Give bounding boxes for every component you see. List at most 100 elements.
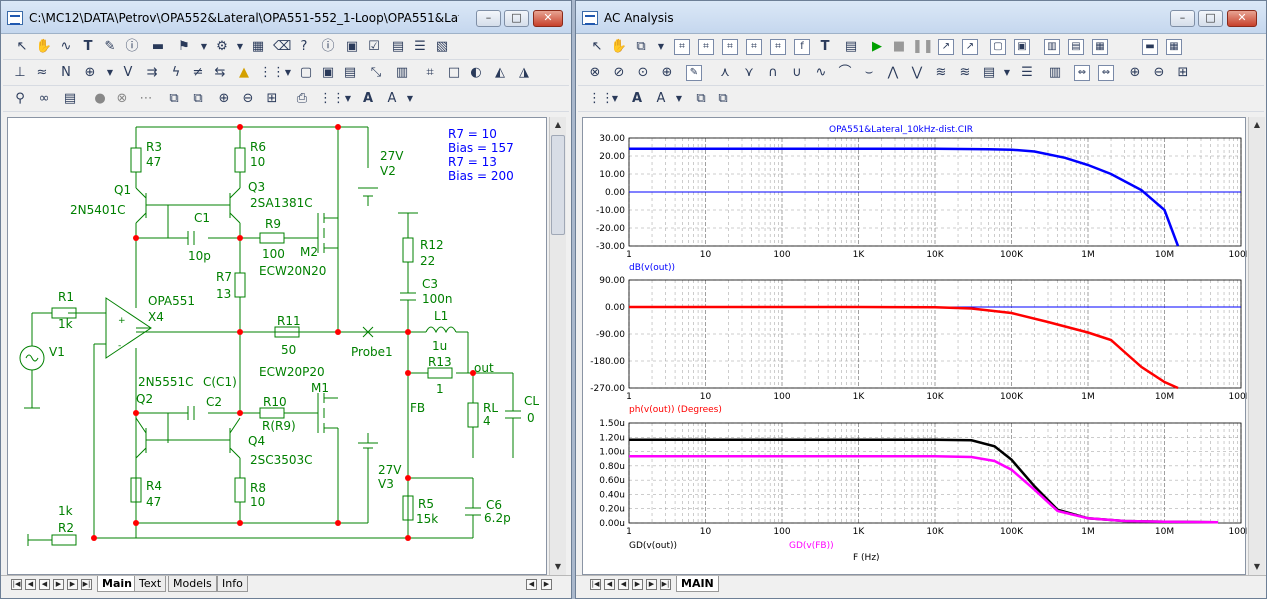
- low-icon[interactable]: ∪: [792, 65, 802, 80]
- dropdown-arrow-icon[interactable]: ▼: [406, 94, 414, 103]
- zoom-fit-icon[interactable]: ⊕: [661, 65, 673, 80]
- cursor-icon[interactable]: ⇔: [1074, 65, 1090, 81]
- font-icon[interactable]: A: [631, 91, 643, 106]
- align-icon[interactable]: ⊥: [14, 65, 26, 80]
- peak-icon[interactable]: ⋏: [720, 65, 730, 80]
- pin-connect-icon[interactable]: ⇆: [214, 65, 226, 80]
- maximize-button[interactable]: □: [504, 10, 529, 27]
- scroll-down-icon[interactable]: ▼: [554, 562, 562, 571]
- zoom-graph-icon[interactable]: ⊙: [637, 65, 649, 80]
- help-book-icon[interactable]: ⓘ: [321, 39, 335, 54]
- stop-icon[interactable]: ■: [892, 39, 906, 54]
- dropdown-arrow-icon[interactable]: ▼: [675, 94, 683, 103]
- paste-copy-icon[interactable]: ⧉: [193, 91, 203, 106]
- minimize-button[interactable]: –: [476, 10, 501, 27]
- text-tool-icon[interactable]: T: [83, 39, 93, 54]
- node-numbers-icon[interactable]: N: [61, 65, 71, 80]
- scale-icon[interactable]: ⧉: [636, 39, 646, 54]
- notes-icon[interactable]: ▧: [435, 39, 449, 54]
- next-icon[interactable]: ▶: [53, 579, 64, 590]
- prev-icon[interactable]: ◀: [618, 579, 629, 590]
- zoom-out-icon[interactable]: ⊖: [242, 91, 254, 106]
- bottom-icon[interactable]: ⋁: [911, 65, 923, 80]
- find-next-icon[interactable]: ▤: [63, 91, 77, 106]
- maximize-button[interactable]: □: [1198, 10, 1223, 27]
- x-axis-icon[interactable]: ⌗: [770, 39, 786, 55]
- current-flow-icon[interactable]: ⇉: [146, 65, 158, 80]
- zoom-in-icon[interactable]: ⊕: [218, 91, 230, 106]
- page-setup-icon[interactable]: ▣: [1014, 39, 1030, 55]
- rotate-icon[interactable]: ◮: [519, 65, 529, 80]
- dropdown-arrow-icon[interactable]: ▼: [344, 94, 352, 103]
- scroll-up-icon[interactable]: ▲: [554, 120, 562, 129]
- clipboard-icon[interactable]: ▥: [1048, 65, 1062, 80]
- pan-hand-icon[interactable]: ✋: [35, 39, 53, 54]
- flag-icon[interactable]: ⚑: [178, 39, 190, 54]
- next-page-icon[interactable]: ▶: [646, 579, 657, 590]
- first-page-icon[interactable]: |◀: [590, 579, 601, 590]
- properties-icon[interactable]: ▤: [391, 39, 405, 54]
- pencil-icon[interactable]: ✎: [104, 39, 116, 54]
- pause-icon[interactable]: ❚❚: [912, 39, 934, 54]
- scroll-thumb[interactable]: [551, 135, 565, 235]
- horizontal-split-icon[interactable]: ▬: [1142, 39, 1158, 55]
- scroll-up-icon[interactable]: ▲: [1253, 120, 1261, 129]
- checkbox-icon[interactable]: ☑: [368, 39, 380, 54]
- condition-icon[interactable]: ≠: [192, 65, 204, 80]
- settings-icon[interactable]: ✎: [686, 65, 702, 81]
- resize-icon[interactable]: ⤡: [370, 65, 382, 80]
- plot-layout-2-icon[interactable]: ▤: [1068, 39, 1084, 55]
- last-page-icon[interactable]: ▶|: [81, 579, 92, 590]
- waveform-tag-icon[interactable]: ▤: [982, 65, 996, 80]
- global-high-icon[interactable]: ⌒: [838, 65, 852, 80]
- help-icon[interactable]: ?: [300, 39, 308, 54]
- eraser-icon[interactable]: ⌫: [273, 39, 292, 54]
- paste-icon[interactable]: ▥: [395, 65, 409, 80]
- grid-icon[interactable]: ▦: [251, 39, 265, 54]
- warning-icon[interactable]: ▲: [239, 65, 249, 80]
- zoom-y-icon[interactable]: ⊘: [613, 65, 625, 80]
- stop-circle-icon[interactable]: ●: [94, 91, 106, 106]
- component-icon[interactable]: ⚙: [216, 39, 228, 54]
- scroll-down-icon[interactable]: ▼: [1253, 562, 1261, 571]
- grid-small-icon[interactable]: ⋮⋮: [588, 91, 614, 106]
- copy-icon[interactable]: ⧉: [169, 91, 179, 106]
- dropdown-arrow-icon[interactable]: ▼: [106, 68, 114, 77]
- tab-models[interactable]: Models: [168, 576, 217, 592]
- print-icon[interactable]: ⎙: [296, 91, 308, 106]
- properties-icon[interactable]: ▤: [844, 39, 858, 54]
- zoom-out-icon[interactable]: ⊖: [1153, 65, 1165, 80]
- find-icon[interactable]: ⚲: [15, 91, 25, 106]
- paste-copy-icon[interactable]: ⧉: [718, 91, 728, 106]
- tab-main[interactable]: Main: [97, 576, 137, 592]
- scroll-left-icon[interactable]: ◀: [526, 579, 537, 590]
- power-icon[interactable]: ϟ: [171, 65, 181, 80]
- optimize-icon[interactable]: ↗: [962, 39, 978, 55]
- schematic-title-bar[interactable]: C:\MC12\DATA\Petrov\OPA552&Lateral\OPA55…: [1, 1, 571, 34]
- cursor-mode-icon[interactable]: ▢: [990, 39, 1006, 55]
- slope-icon[interactable]: ≋: [935, 65, 947, 80]
- dropdown-arrow-icon[interactable]: ▼: [1003, 68, 1011, 77]
- font-style-icon[interactable]: A: [387, 91, 397, 106]
- crop-icon[interactable]: ⌗: [426, 65, 434, 80]
- grid-small-icon[interactable]: ⋮⋮: [319, 91, 345, 106]
- border-icon[interactable]: ▣: [321, 65, 335, 80]
- next-icon[interactable]: ▶: [632, 579, 643, 590]
- data-point-icon[interactable]: ⌗: [722, 39, 738, 55]
- run-icon[interactable]: ▶: [872, 39, 882, 54]
- cursor-2-icon[interactable]: ⇔: [1098, 65, 1114, 81]
- list-icon[interactable]: ☰: [414, 39, 426, 54]
- tab-main[interactable]: MAIN: [676, 576, 719, 592]
- inflection-icon[interactable]: ∿: [815, 65, 827, 80]
- grid-dots-icon[interactable]: ⋮⋮: [259, 65, 285, 80]
- schematic-vertical-scrollbar[interactable]: ▲ ▼: [549, 117, 566, 575]
- list-icon[interactable]: ☰: [1021, 65, 1033, 80]
- dropdown-arrow-icon[interactable]: ▼: [284, 68, 292, 77]
- formula-icon[interactable]: f: [794, 39, 810, 55]
- graph-icon[interactable]: ⌗: [674, 39, 690, 55]
- mirror-icon[interactable]: ◐: [470, 65, 482, 80]
- zoom-reset-icon[interactable]: ⊞: [1177, 65, 1189, 80]
- pin-icon[interactable]: ⊕: [84, 65, 96, 80]
- last-page-icon[interactable]: ▶|: [660, 579, 671, 590]
